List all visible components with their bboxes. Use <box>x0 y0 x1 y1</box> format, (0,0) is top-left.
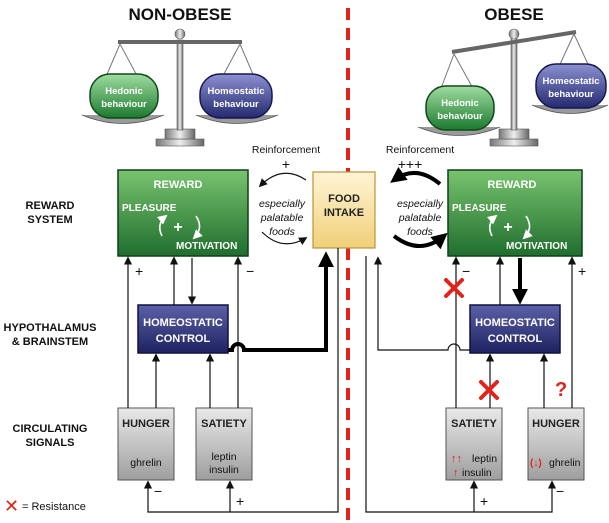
svg-text:& BRAINSTEM: & BRAINSTEM <box>12 336 88 348</box>
resistance-mark-homeostatic <box>479 380 499 400</box>
row-label-hypothalamus: HYPOTHALAMUS & BRAINSTEM <box>4 322 97 348</box>
svg-text:SYSTEM: SYSTEM <box>27 214 72 226</box>
leptin-label-right: leptin <box>472 453 497 465</box>
palatable-foods-right: especially palatable foods <box>390 166 448 250</box>
palatable-foods-left: especially palatable foods <box>258 172 308 246</box>
svg-text:+: + <box>236 493 244 509</box>
ghrelin-label-left: ghrelin <box>130 457 162 469</box>
svg-text:+: + <box>480 493 488 509</box>
left-hedonic-label: Hedonic <box>105 86 142 97</box>
homeostatic-box-right: HOMEOSTATIC CONTROL <box>469 304 561 354</box>
svg-text:REWARD: REWARD <box>26 200 75 212</box>
right-homeostatic-label: Homeostatic <box>542 76 599 87</box>
svg-text:palatable: palatable <box>398 212 442 224</box>
reward-box-left: REWARD PLEASURE MOTIVATION + <box>117 169 249 257</box>
up-arrows-icon: ↑↑ <box>451 453 462 465</box>
pleasure-label-left: PLEASURE <box>122 203 177 214</box>
hunger-box-left: HUNGER ghrelin <box>117 407 175 481</box>
reward-title-right: REWARD <box>488 179 537 191</box>
header-non-obese: NON-OBESE <box>129 5 232 24</box>
svg-text:SATIETY: SATIETY <box>201 418 247 430</box>
svg-text:palatable: palatable <box>260 212 304 224</box>
svg-text:foods: foods <box>407 226 433 238</box>
reward-box-right: REWARD PLEASURE MOTIVATION + <box>447 169 583 257</box>
food-intake-box: FOOD INTAKE <box>312 171 376 249</box>
row-label-circulating: CIRCULATING SIGNALS <box>13 423 88 449</box>
balance-scale-left: Hedonic behaviour Homeostatic behaviour <box>81 28 279 147</box>
resistance-mark-reward <box>444 278 464 298</box>
svg-text:+: + <box>173 219 182 236</box>
svg-text:HOMEOSTATIC: HOMEOSTATIC <box>475 317 555 329</box>
svg-text:behaviour: behaviour <box>213 99 259 110</box>
ghrelin-label-right: ghrelin <box>549 457 581 469</box>
svg-text:−: − <box>154 483 162 499</box>
svg-text:+: + <box>578 263 586 279</box>
svg-text:CONTROL: CONTROL <box>488 333 543 345</box>
svg-text:−: − <box>246 263 254 279</box>
svg-text:behaviour: behaviour <box>437 111 483 122</box>
svg-text:CIRCULATING: CIRCULATING <box>13 423 88 435</box>
svg-text:behaviour: behaviour <box>548 89 594 100</box>
row-label-reward: REWARD SYSTEM <box>26 200 75 226</box>
homeostatic-box-left: HOMEOSTATIC CONTROL <box>137 304 229 354</box>
insulin-label-right: insulin <box>462 467 492 479</box>
reinforcement-label-left: Reinforcement <box>252 144 320 156</box>
svg-text:FOOD: FOOD <box>328 193 360 205</box>
pleasure-label-right: PLEASURE <box>452 203 507 214</box>
legend-resistance: ✕ = Resistance <box>4 496 86 516</box>
svg-text:INTAKE: INTAKE <box>324 207 364 219</box>
svg-text:CONTROL: CONTROL <box>156 333 211 345</box>
svg-text:HOMEOSTATIC: HOMEOSTATIC <box>143 317 223 329</box>
leptin-label-left: leptin <box>211 451 236 463</box>
header-obese: OBESE <box>484 5 544 24</box>
svg-text:behaviour: behaviour <box>101 99 147 110</box>
svg-text:HYPOTHALAMUS: HYPOTHALAMUS <box>4 322 97 334</box>
svg-text:−: − <box>462 263 470 279</box>
hunger-box-right: HUNGER (↓) ghrelin <box>527 407 585 481</box>
down-arrow-paren-icon: (↓) <box>530 458 542 469</box>
resistance-x-icon: ✕ <box>4 496 19 516</box>
left-homeostatic-label: Homeostatic <box>207 86 264 97</box>
insulin-label-left: insulin <box>209 464 239 476</box>
reinforcement-sign-right: +++ <box>398 156 423 172</box>
reward-title-left: REWARD <box>154 179 203 191</box>
right-arrows: − + − + <box>365 256 586 513</box>
svg-text:especially: especially <box>259 198 306 210</box>
svg-text:−: − <box>556 483 564 499</box>
svg-text:+: + <box>503 219 512 236</box>
satiety-box-right: SATIETY ↑↑ leptin ↑ insulin <box>445 407 503 481</box>
balance-scale-right: Hedonic behaviour Homeostatic behaviour <box>417 28 609 147</box>
satiety-box-left: SATIETY leptin insulin <box>195 407 253 481</box>
up-arrow-icon: ↑ <box>453 467 459 479</box>
motivation-label-right: MOTIVATION <box>506 241 567 252</box>
motivation-label-left: MOTIVATION <box>176 241 237 252</box>
svg-text:especially: especially <box>397 198 444 210</box>
svg-text:foods: foods <box>269 226 295 238</box>
reinforcement-label-right: Reinforcement <box>386 144 454 156</box>
reinforcement-sign-left: + <box>282 156 290 172</box>
legend-text: = Resistance <box>22 501 86 513</box>
svg-text:SIGNALS: SIGNALS <box>26 437 75 449</box>
svg-text:HUNGER: HUNGER <box>532 418 580 430</box>
right-hedonic-label: Hedonic <box>441 98 478 109</box>
left-arrows: + − − + <box>123 248 339 513</box>
svg-text:+: + <box>135 263 143 279</box>
svg-text:SATIETY: SATIETY <box>451 418 497 430</box>
question-mark-icon: ? <box>555 379 567 401</box>
svg-text:HUNGER: HUNGER <box>122 418 170 430</box>
